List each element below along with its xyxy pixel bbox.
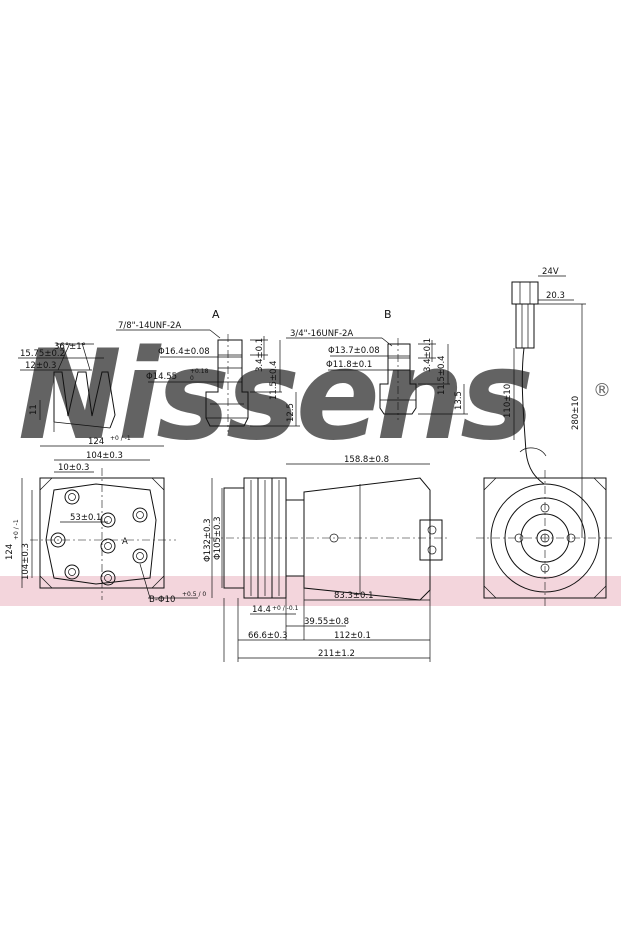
side-d-body: 83.3±0.1 <box>334 591 374 601</box>
detail-b-letter: B <box>384 308 392 321</box>
watermark-registered: ® <box>593 380 611 401</box>
front-height-tol: +0 / -1 <box>13 519 20 540</box>
watermark-band <box>0 576 621 606</box>
width2-label: 12±0.3 <box>25 361 56 371</box>
side-body-length: 158.8±0.8 <box>344 455 389 465</box>
connector-cable: 110±10 <box>503 384 513 418</box>
front-thread-b-tol: +0.5 / 0 <box>182 591 206 598</box>
side-d-small: 14.4 <box>252 605 271 615</box>
detail-a: A 7/8"-14UNF-2A Φ16.4±0.08 Φ14.55 +0.18 … <box>116 308 300 432</box>
front-height-holes: 104±0.3 <box>21 543 31 580</box>
side-dia-pulley: Φ132±0.3 <box>203 518 213 562</box>
connector: 24V 20.3 110±10 280±10 <box>503 267 586 538</box>
detail-a-dia-outer: Φ16.4±0.08 <box>158 347 210 357</box>
detail-b-d2: 11.5±0.4 <box>437 355 447 395</box>
front-view: A 124 +0 / -1 104±0.3 10±0.3 124 +0 / -1… <box>5 435 206 605</box>
detail-b-thread: 3/4"-16UNF-2A <box>290 329 353 339</box>
detail-a-d3: 12.5 <box>286 403 296 422</box>
detail-b-d3: 13.5 <box>454 391 464 410</box>
detail-a-thread: 7/8"-14UNF-2A <box>118 321 181 331</box>
detail-b-dia-inner: Φ11.8±0.1 <box>326 360 372 370</box>
side-d-mid: 39.55±0.8 <box>304 617 349 627</box>
side-d-rear: 112±0.1 <box>334 631 371 641</box>
detail-a-tol-dn: 0 <box>190 375 194 382</box>
front-height-total: 124 <box>5 544 15 560</box>
angle-label: 36°±1° <box>54 342 86 352</box>
front-bolt-holes <box>50 489 148 586</box>
front-width-inner: 10±0.3 <box>58 463 89 473</box>
front-width-total: 124 <box>88 437 104 447</box>
detail-b-dia-outer: Φ13.7±0.08 <box>328 346 380 356</box>
front-label-a: A <box>122 537 128 547</box>
pulley-profile: 36°±1° 15.75±0.2 12±0.3 11 <box>18 342 116 432</box>
front-width-holes: 104±0.3 <box>86 451 123 461</box>
detail-b-d1: 3.4±0.1 <box>423 338 433 372</box>
width1-label: 15.75±0.2 <box>20 349 65 359</box>
detail-a-letter: A <box>212 308 220 321</box>
side-d-small-tol: +0 / -0.1 <box>272 605 299 612</box>
height-label: 11 <box>29 404 39 415</box>
side-d-front: 66.6±0.3 <box>248 631 288 641</box>
detail-a-d1: 3.4±0.1 <box>255 338 265 372</box>
detail-b: B 3/4"-16UNF-2A Φ13.7±0.08 Φ11.8±0.1 3.4… <box>286 308 468 420</box>
detail-a-d2: 11.5±0.4 <box>269 360 279 400</box>
front-thread-b: B-Φ10 <box>149 595 175 605</box>
side-d-total: 211±1.2 <box>318 649 355 659</box>
connector-width: 20.3 <box>546 291 565 301</box>
front-offset: 53±0.1 <box>70 513 101 523</box>
connector-total: 280±10 <box>571 396 581 430</box>
rear-view <box>476 470 614 606</box>
connector-voltage: 24V <box>542 267 559 277</box>
side-view: 158.8±0.8 Φ132±0.3 Φ105±0.3 14.4 +0 / -0… <box>203 455 450 662</box>
detail-a-dia-inner: Φ14.55 <box>146 372 177 382</box>
side-dia-hub: Φ105±0.3 <box>213 516 223 560</box>
front-width-tol: +0 / -1 <box>110 435 131 442</box>
detail-a-tol-up: +0.18 <box>190 368 209 375</box>
